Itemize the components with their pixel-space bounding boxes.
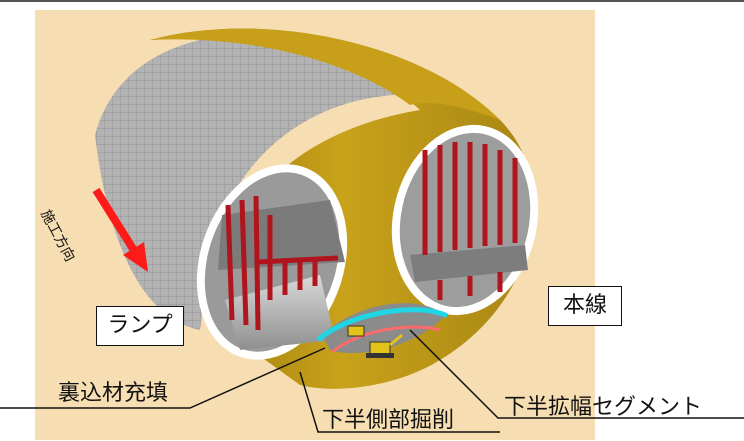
ramp-label: ランプ [96,306,184,346]
ramp-steel-supports [225,195,339,331]
excavator-icon [366,333,403,358]
ramp-tube-body [95,32,420,331]
backfill-leader [0,347,326,409]
main-steel-supports [422,142,518,300]
lower-widening-segment-arc-2 [331,325,441,354]
yellow-machine-icon [347,325,365,337]
ramp-deck [218,200,345,270]
lower-widening-segment-label: 下半拡幅セグメント [504,395,703,420]
lower-side-excavation-label: 下半側部掘削 [322,408,455,433]
lower-widening-segment-leader [409,329,744,419]
lower-widening-segment-arc [316,307,449,342]
shell-top-face [150,28,500,120]
main-line-label: 本線 [548,286,622,326]
ramp-floor [225,275,335,350]
lower-side-excavation-leader [299,371,500,433]
top-rule [0,0,744,2]
backfill-label: 裏込材充填 [58,381,169,406]
construction-direction-arrow [92,187,148,272]
